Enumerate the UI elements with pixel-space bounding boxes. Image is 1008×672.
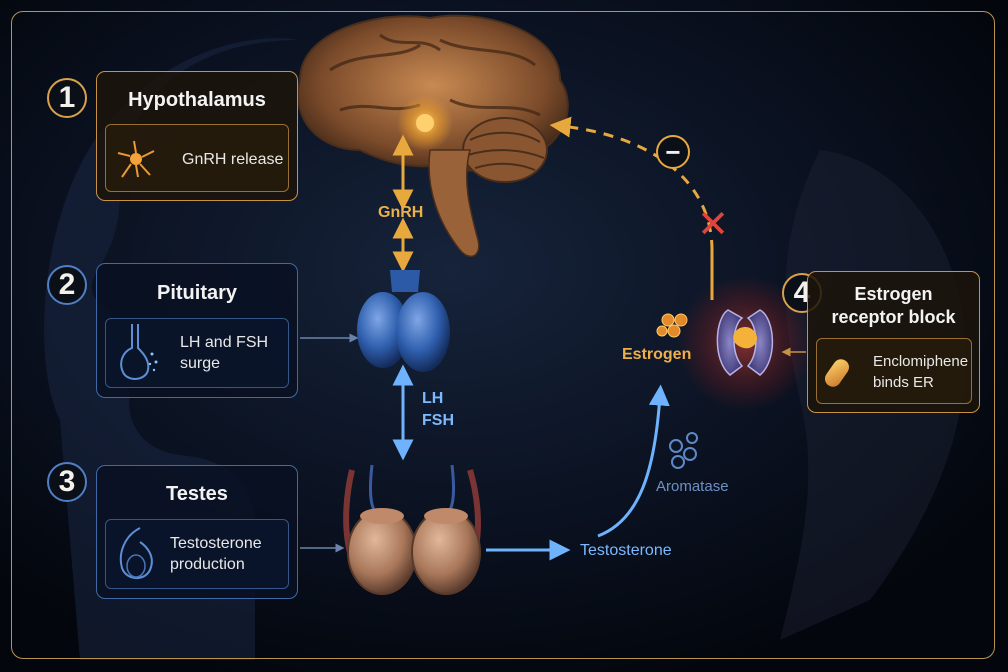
hypothalamus-detail: GnRH release — [182, 151, 284, 168]
hypothalamus-title: Hypothalamus — [128, 89, 266, 111]
pituitary-gland-icon — [120, 324, 158, 380]
step-1-number: 1 — [47, 78, 87, 118]
hypothalamus-card: Hypothalamus GnRH release — [96, 71, 298, 201]
pituitary-detail-line1: LH and FSH — [180, 334, 269, 351]
pituitary-detail-line2: surge — [180, 355, 221, 372]
estrogen-molecule-icon — [656, 313, 688, 338]
estrogen-receptor-card: Estrogen receptor block Enclomiphene bin… — [807, 271, 980, 413]
fsh-label: FSH — [422, 412, 454, 429]
minus-icon: − — [665, 137, 681, 167]
testes-title: Testes — [166, 483, 228, 505]
negative-feedback-badge: − — [656, 135, 690, 169]
testes-detail-line2: production — [170, 556, 245, 573]
hypothalamus-detail-box: GnRH release — [105, 124, 289, 192]
pituitary-title: Pituitary — [156, 282, 238, 304]
testes-card: Testes Testosterone production — [96, 465, 298, 599]
testes-detail-box: Testosterone production — [105, 519, 289, 589]
gnrh-label: GnRH — [378, 204, 424, 221]
estrogen-receptor-detail-line1: Enclomiphene — [873, 353, 969, 370]
estrogen-receptor-detail-box: Enclomiphene binds ER — [816, 338, 972, 404]
testes-detail-line1: Testosterone — [170, 535, 262, 552]
estrogen-receptor-detail-line2: binds ER — [873, 374, 934, 391]
testis-icon — [119, 527, 153, 579]
estrogen-receptor-title-line2: receptor block — [831, 307, 956, 327]
pill-icon — [824, 359, 850, 387]
pituitary-card: Pituitary LH and FSH surge — [96, 263, 298, 398]
step-2-number: 2 — [47, 265, 87, 305]
step-3-number: 3 — [47, 462, 87, 502]
neuron-icon — [117, 140, 155, 178]
lh-label: LH — [422, 390, 444, 407]
feedback-blocked-icon: ✕ — [697, 204, 729, 246]
estrogen-label: Estrogen — [622, 346, 692, 363]
aromatase-label: Aromatase — [656, 478, 729, 495]
estrogen-receptor-title-line1: Estrogen — [854, 284, 933, 304]
aromatase-molecule-icon — [669, 432, 698, 469]
testosterone-label: Testosterone — [580, 542, 672, 559]
pituitary-detail-box: LH and FSH surge — [105, 318, 289, 388]
